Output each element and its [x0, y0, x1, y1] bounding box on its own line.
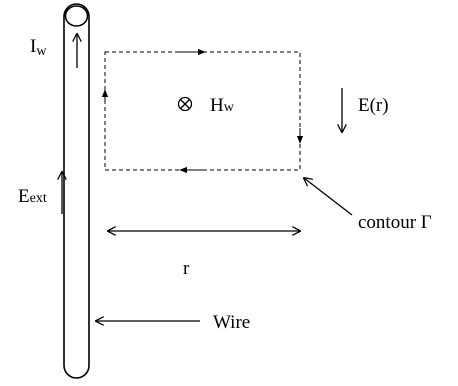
external-field-label: Eext: [18, 186, 47, 207]
wire-current-label: Iw: [30, 36, 47, 59]
contour-pointer-arrow: [304, 178, 353, 216]
wire-body: [63, 3, 90, 379]
wire: [63, 3, 90, 379]
contour-label: contour Γ: [358, 212, 432, 233]
electric-field-label: E(r): [358, 95, 389, 116]
wire-label: Wire: [213, 312, 250, 333]
radius-label: r: [183, 258, 190, 279]
magnetic-field-label: Hw: [210, 95, 235, 116]
contour-rectangle: [104, 51, 301, 171]
contour-gamma: [101, 48, 304, 174]
into-page-circled-x-icon: [177, 96, 193, 112]
wire-top-cap: [64, 5, 89, 27]
